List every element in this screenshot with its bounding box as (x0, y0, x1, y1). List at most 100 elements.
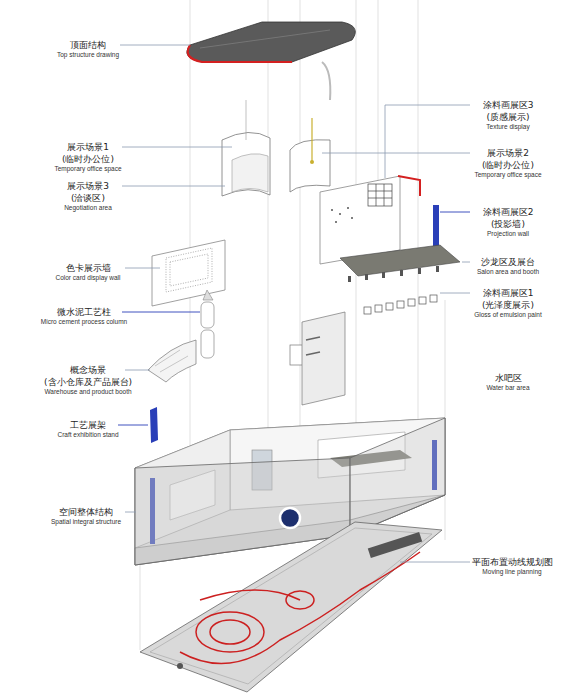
label-group: 展示场景1 (临时办公位)Temporary office space (54, 141, 121, 173)
leader-lines-part (400, 562, 470, 563)
label-group: 平面布置动线规划图Moving line planning (472, 556, 553, 576)
texture-wall-part-part (347, 207, 349, 209)
color-card-wall (152, 240, 225, 306)
leader-lines-part (122, 147, 232, 148)
label-group: 展示场景2 (临时办公位)Temporary office space (474, 147, 541, 179)
salon-table-part (348, 266, 439, 282)
concept-scene-part (306, 352, 320, 355)
salon-table-part-part (382, 272, 385, 278)
scene-2-wall-part (290, 140, 330, 192)
label-group: 涂料画展区1 (光泽度展示)Gloss of emulsion paint (474, 287, 542, 319)
guide-lines-part (300, 0, 301, 430)
scene-1-wall-part (232, 154, 268, 192)
part-name-english: Moving line planning (482, 568, 541, 576)
salon-table-part (340, 245, 460, 276)
scene-1-wall-part (222, 132, 270, 196)
label-group: 概念场景 (含小仓库及产品展台)Warehouse and product bo… (44, 364, 132, 396)
floor-plan-part (150, 528, 432, 684)
leader-lines-part (125, 268, 160, 269)
micro-cement-column-part (201, 302, 214, 328)
micro-cement-column (201, 290, 214, 358)
label-group: 涂料画展区2 (投影墙)Projection wall (483, 206, 534, 238)
part-name: 色卡展示墙 (66, 262, 111, 274)
floor-plan-part (177, 663, 183, 669)
salon-table-part-part (365, 274, 368, 280)
part-name: 顶面结构 (70, 39, 106, 51)
spatial-structure-part (135, 418, 445, 565)
part-name-english: Warehouse and product booth (44, 388, 131, 396)
label-group: 水吧区Water bar area (486, 372, 529, 392)
floor-plan-part-part (180, 552, 420, 664)
gloss-samples-part (430, 295, 437, 302)
part-name: 空间整体结构 (59, 506, 113, 518)
texture-wall-part (368, 184, 392, 206)
concept-scene-part (306, 337, 320, 340)
micro-cement-column-part (203, 290, 213, 300)
scene-2-wall-part (310, 160, 314, 164)
color-card-wall-part (152, 240, 225, 306)
guide-lines-part (140, 560, 141, 650)
label-group: 涂料画展区3 (质感展示)Texture display (483, 99, 534, 131)
texture-wall-part (320, 176, 400, 264)
texture-wall-part-part (368, 191, 392, 192)
texture-wall-part (398, 176, 420, 196)
leader-lines-part (385, 105, 386, 178)
part-name: 水吧区 (495, 372, 522, 384)
gloss-samples-part (408, 299, 415, 306)
part-name: 展示场景2 (临时办公位) (482, 147, 534, 171)
scene-2-wall (290, 118, 330, 192)
part-name: 微水泥工艺柱 (57, 306, 111, 318)
part-name-english: Top structure drawing (57, 51, 119, 59)
concept-scene-part (155, 350, 188, 372)
gloss-samples (364, 295, 437, 314)
leader-lines-part (322, 153, 470, 154)
leader-lines-part (385, 105, 470, 106)
part-name-english: Temporary office space (54, 165, 121, 173)
label-group: 色卡展示墙Color card display wall (55, 262, 120, 282)
leader-lines-blue-part (440, 212, 470, 213)
leader-lines (120, 45, 470, 562)
guide-lines-part (268, 0, 269, 435)
leader-lines-blue-part (118, 425, 148, 426)
texture-wall-part-part (384, 184, 385, 206)
part-name-english: Gloss of emulsion paint (474, 311, 542, 319)
part-name-english: Projection wall (487, 230, 529, 238)
texture-wall-part (433, 205, 439, 247)
part-name: 涂料画展区3 (质感展示) (483, 99, 534, 123)
leader-lines-blue-part (122, 312, 200, 313)
part-name-english: Water bar area (486, 384, 529, 392)
guide-lines-part (378, 0, 379, 190)
color-card-wall-part (170, 254, 208, 286)
part-name: 概念场景 (含小仓库及产品展台) (44, 364, 132, 388)
gloss-samples-part (419, 297, 426, 304)
leader-lines-part (122, 186, 225, 187)
spatial-structure-part (280, 508, 300, 528)
guide-lines-part (418, 0, 419, 420)
gloss-samples-part (364, 307, 371, 314)
part-name: 展示场景3 (洽谈区) (67, 180, 109, 204)
spatial-structure (135, 418, 445, 565)
concept-scene-part (302, 312, 345, 405)
texture-wall-part-part (339, 213, 341, 215)
part-name: 平面布置动线规划图 (472, 556, 553, 568)
part-name: 工艺展架 (70, 419, 106, 431)
part-name-english: Color card display wall (55, 274, 120, 282)
craft-stand (150, 407, 158, 443)
micro-cement-column-part (201, 330, 214, 358)
craft-stand-part (150, 407, 158, 443)
salon-table-part-part (400, 270, 403, 276)
gloss-samples-part (386, 303, 393, 310)
part-name-english: Salon area and booth (477, 268, 539, 276)
salon-table-part-part (418, 268, 421, 274)
part-name: 涂料画展区2 (投影墙) (483, 206, 534, 230)
part-name-english: Negotiation area (64, 204, 112, 212)
color-card-wall-part (166, 248, 212, 292)
label-group: 顶面结构Top structure drawing (57, 39, 119, 59)
part-name-english: Micro cement process column (41, 318, 127, 326)
leader-lines-part (125, 512, 136, 513)
top-structure-part (187, 22, 355, 62)
label-group: 展示场景3 (洽谈区)Negotiation area (64, 180, 112, 212)
floor-plan-part (180, 552, 420, 664)
leader-lines-part (440, 293, 470, 294)
scene-1-wall-part (246, 100, 247, 140)
